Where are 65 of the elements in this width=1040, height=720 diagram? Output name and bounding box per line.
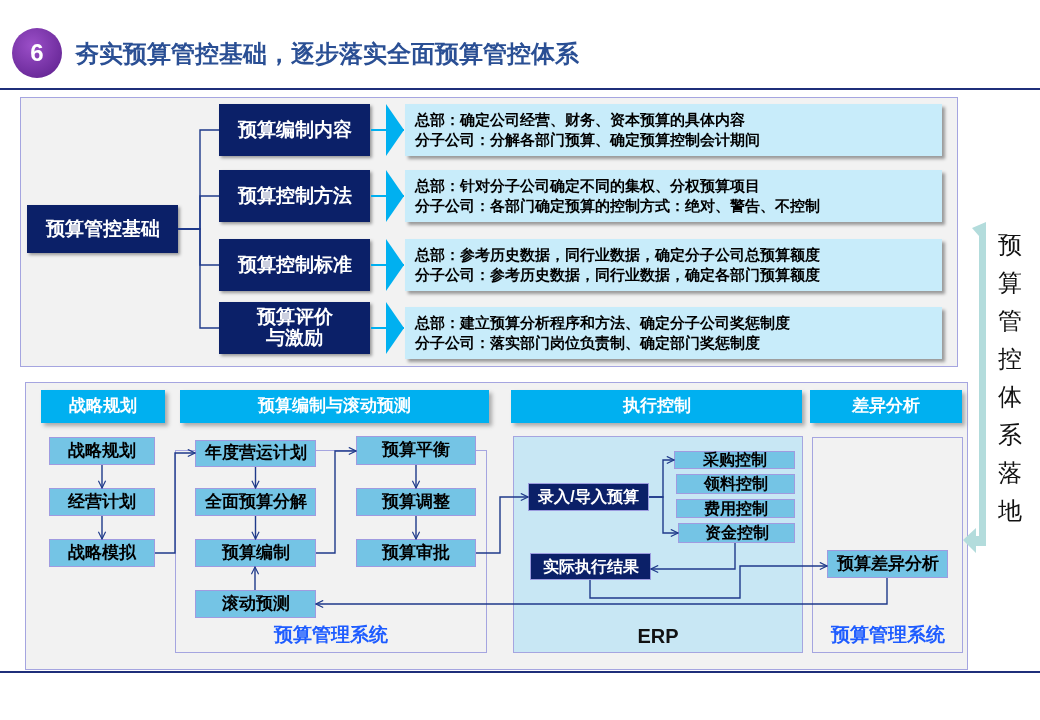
process-box: 预算审批 [356,539,476,567]
arrow [589,561,828,599]
content-box [405,239,942,291]
chevron-arrow [370,239,405,291]
process-box: 实际执行结果 [530,553,651,580]
category-box: 预算管控基础 [27,205,178,253]
content-box [405,170,942,222]
arrow [251,515,260,540]
arrow [475,492,529,554]
process-box: 费用控制 [676,499,795,518]
arrow [97,515,107,540]
side-label: 预算管控体系落地 [997,230,1023,526]
process-box: 滚动预测 [195,590,316,618]
arrow [411,515,421,540]
content-box [405,307,942,359]
column-header: 预算编制与滚动预测 [180,390,489,423]
category-box: 预算评价与激励 [219,302,370,354]
process-box: 全面预算分解 [195,488,316,516]
text-line: 分子公司：落实部门岗位负责制、确定部门奖惩制度 [415,334,760,353]
column-header: 战略规划 [41,390,165,423]
category-box: 预算控制标准 [219,239,370,291]
process-box: 预算调整 [356,488,476,516]
text-line: 分子公司：分解各部门预算、确定预算控制会计期间 [415,131,760,150]
arrow [315,446,357,554]
text-line: 总部：确定公司经营、财务、资本预算的具体内容 [415,111,745,130]
arrow [97,464,107,489]
content-box [405,104,942,156]
arrow [315,577,888,609]
arrow [648,496,679,538]
process-box: 预算平衡 [356,436,476,465]
category-box: 预算编制内容 [219,104,370,156]
process-box: 录入/导入预算 [528,483,649,511]
chevron-arrow [370,302,405,354]
connector [177,228,220,329]
process-box: 战略模拟 [49,539,155,567]
arrow [411,464,421,489]
title: 夯实预算管控基础，逐步落实全面预算管控体系 [75,39,580,69]
category-box: 预算控制方法 [219,170,370,222]
process-box: 领料控制 [676,474,795,494]
process-box: 战略规划 [49,437,155,465]
process-box: 经营计划 [49,488,155,516]
process-box: 预算编制 [195,539,316,567]
system-label: 预算管理系统 [272,623,389,647]
column-header: 差异分析 [810,390,962,423]
text-line: 分子公司：参考历史数据，同行业数据，确定各部门预算额度 [415,266,820,285]
arrow [251,466,260,489]
text-line: 总部：建立预算分析程序和方法、确定分子公司奖惩制度 [415,314,790,333]
text-line: 分子公司：各部门确定预算的控制方式：绝对、警告、不控制 [415,197,820,216]
chevron-arrow [370,104,405,156]
chevron-arrow [370,170,405,222]
process-box: 年度营运计划 [195,440,316,467]
text-line: 总部：参考历史数据，同行业数据，确定分子公司总预算额度 [415,246,820,265]
arrow [650,542,736,574]
system-label: ERP [636,625,680,648]
arrow [154,448,196,554]
system-label: 预算管理系统 [829,623,946,647]
arrow [250,566,260,591]
process-box: 采购控制 [674,451,795,469]
process-box: 预算差异分析 [827,550,948,578]
system-panel [812,437,963,653]
text-line: 总部：针对分子公司确定不同的集权、分权预算项目 [415,177,760,196]
process-box: 资金控制 [678,523,795,543]
system-panel [513,436,803,653]
column-header: 执行控制 [511,390,802,423]
number-badge: 6 [12,28,62,78]
